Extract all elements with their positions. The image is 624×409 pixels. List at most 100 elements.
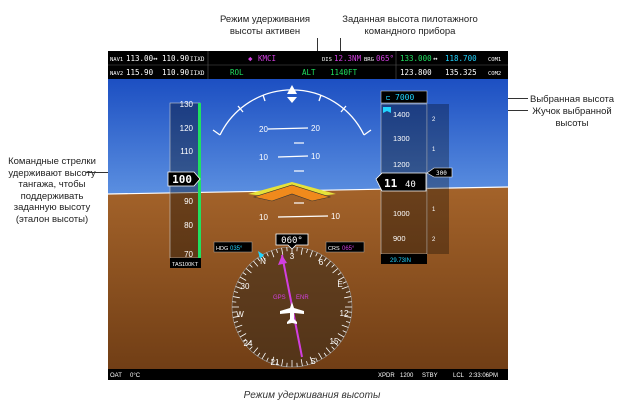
altitude-tape: ⊏ 7000 1400 1300 1200 1000 900 2 1 1 2 3… bbox=[375, 90, 453, 264]
roll-index bbox=[287, 97, 297, 103]
com2-standby[interactable]: 135.325 bbox=[445, 68, 477, 77]
compass-tick bbox=[344, 296, 352, 299]
hdg-value[interactable]: 035° bbox=[230, 246, 243, 252]
compass-tick bbox=[237, 330, 242, 333]
altitude-tick: 900 bbox=[393, 234, 406, 243]
airspeed-tick: 90 bbox=[184, 197, 193, 206]
altitude-tick: 1200 bbox=[393, 160, 410, 169]
compass-tick bbox=[325, 260, 331, 267]
hsi: N 3 6 E 12 15 S 21 24 W 30 GPS ENR 060° … bbox=[213, 233, 365, 368]
compass-tick bbox=[337, 338, 342, 342]
figure-caption: Режим удерживания высоты bbox=[243, 390, 381, 401]
enr-label: ENR bbox=[296, 295, 309, 301]
annotation-selected-altitude: Выбранная высота bbox=[530, 94, 614, 106]
altitude-tick: 1400 bbox=[393, 110, 410, 119]
heading-bug bbox=[258, 251, 264, 259]
annotation-line: Командные стрелки bbox=[8, 156, 96, 167]
compass-tick bbox=[331, 346, 335, 350]
vsi-tick: 2 bbox=[432, 237, 436, 243]
xpdr-mode[interactable]: STBY bbox=[422, 373, 438, 379]
compass-tick bbox=[331, 264, 335, 268]
compass-tick bbox=[266, 357, 269, 362]
compass-tick bbox=[276, 248, 278, 254]
com2-active[interactable]: 123.800 bbox=[400, 68, 432, 77]
compass-tick bbox=[342, 330, 347, 333]
altitude-tick: 1300 bbox=[393, 134, 410, 143]
compass-tick bbox=[257, 352, 261, 357]
compass-tick bbox=[323, 352, 327, 357]
nav2-label: NAV2 bbox=[110, 71, 123, 77]
annotation-line: командного прибора bbox=[364, 25, 456, 37]
vsi-tick: 2 bbox=[432, 117, 436, 123]
altitude-current-main: 11 bbox=[384, 177, 398, 190]
compass-tick bbox=[309, 356, 313, 364]
compass-tick bbox=[235, 324, 243, 328]
brg-value: 065° bbox=[376, 54, 394, 63]
airspeed-readout-box bbox=[167, 171, 201, 187]
gps-label: GPS bbox=[273, 295, 286, 301]
lcl-label: LCL bbox=[453, 373, 465, 379]
airspeed-tick: 110 bbox=[180, 147, 193, 156]
compass-tick bbox=[237, 281, 242, 284]
nav1-standby[interactable]: 110.90 bbox=[162, 54, 190, 63]
pitch-label: 10 bbox=[331, 212, 340, 221]
annotation-line: Выбранная высота bbox=[530, 94, 615, 105]
roll-scale-ticks bbox=[212, 94, 372, 136]
compass-tick bbox=[281, 247, 284, 255]
bottom-bar bbox=[108, 369, 508, 380]
annotation-altitude-hold-active: Режим удерживания высоты активен bbox=[210, 14, 320, 37]
nav2-active[interactable]: 115.90 bbox=[126, 68, 154, 77]
airspeed-current: 100 bbox=[172, 173, 192, 186]
compass-tick bbox=[232, 315, 240, 318]
compass-tick bbox=[341, 286, 349, 290]
annotation-line: Жучок выбранной bbox=[532, 106, 612, 117]
com1-swap-icon[interactable]: ↔ bbox=[433, 54, 438, 63]
com1-standby[interactable]: 118.700 bbox=[445, 54, 477, 63]
airspeed-tick: 120 bbox=[180, 124, 194, 133]
nav1-active[interactable]: 113.00 bbox=[126, 54, 154, 63]
compass-tick bbox=[257, 257, 261, 262]
compass-tick bbox=[337, 272, 342, 276]
nav2-standby[interactable]: 110.90 bbox=[162, 68, 190, 77]
heading-readout-box bbox=[275, 233, 309, 250]
annotation-line: тангажа, чтобы bbox=[18, 179, 86, 190]
compass-tick bbox=[345, 291, 351, 293]
annotation-fd-altitude: Заданная высота пилотажного командного п… bbox=[330, 14, 490, 37]
crs-value[interactable]: 065° bbox=[342, 246, 355, 252]
baro-setting[interactable]: 29.73IN bbox=[390, 258, 411, 264]
compass-tick bbox=[232, 296, 240, 299]
compass-tick bbox=[266, 252, 269, 257]
selected-altitude-box[interactable] bbox=[380, 90, 428, 104]
nav1-swap-icon[interactable]: ↔ bbox=[153, 54, 158, 63]
oat-label: OAT bbox=[110, 373, 122, 379]
lcl-time: 2:33:06PM bbox=[469, 373, 498, 379]
compass-tick bbox=[233, 291, 239, 293]
xpdr-code[interactable]: 1200 bbox=[400, 373, 414, 379]
compass-tick bbox=[337, 276, 345, 281]
compass-tick bbox=[315, 357, 318, 362]
tas-label: TAS bbox=[172, 262, 183, 268]
compass-label: 6 bbox=[319, 258, 324, 267]
roll-pointer bbox=[287, 85, 297, 94]
airspeed-tape: 130 120 110 90 80 70 100 TAS 100KT bbox=[167, 100, 201, 268]
annotation-line: поддерживать bbox=[20, 190, 84, 202]
hdg-label: HDG bbox=[216, 246, 228, 252]
reference-altitude: 1140FT bbox=[330, 68, 358, 77]
compass-tick bbox=[271, 250, 275, 258]
compass-tick bbox=[300, 359, 303, 367]
annotation-line: Режим удерживания bbox=[219, 14, 311, 25]
airspeed-tick: 130 bbox=[180, 100, 194, 109]
compass-tick bbox=[233, 321, 239, 323]
compass-tick bbox=[281, 359, 284, 367]
com1-active[interactable]: 133.000 bbox=[400, 54, 432, 63]
compass-label: W bbox=[236, 310, 244, 319]
compass-tick bbox=[249, 346, 253, 350]
compass-label: S bbox=[310, 357, 315, 366]
vertical-mode: ALT bbox=[302, 68, 316, 77]
oat-value: 0°C bbox=[130, 373, 141, 379]
compass-tick bbox=[253, 260, 259, 267]
compass-tick bbox=[239, 276, 247, 281]
compass-tick bbox=[318, 352, 323, 360]
annotation-selected-altitude-bug: Жучок выбранной высоты bbox=[522, 106, 622, 129]
dis-label: DIS bbox=[322, 57, 332, 63]
